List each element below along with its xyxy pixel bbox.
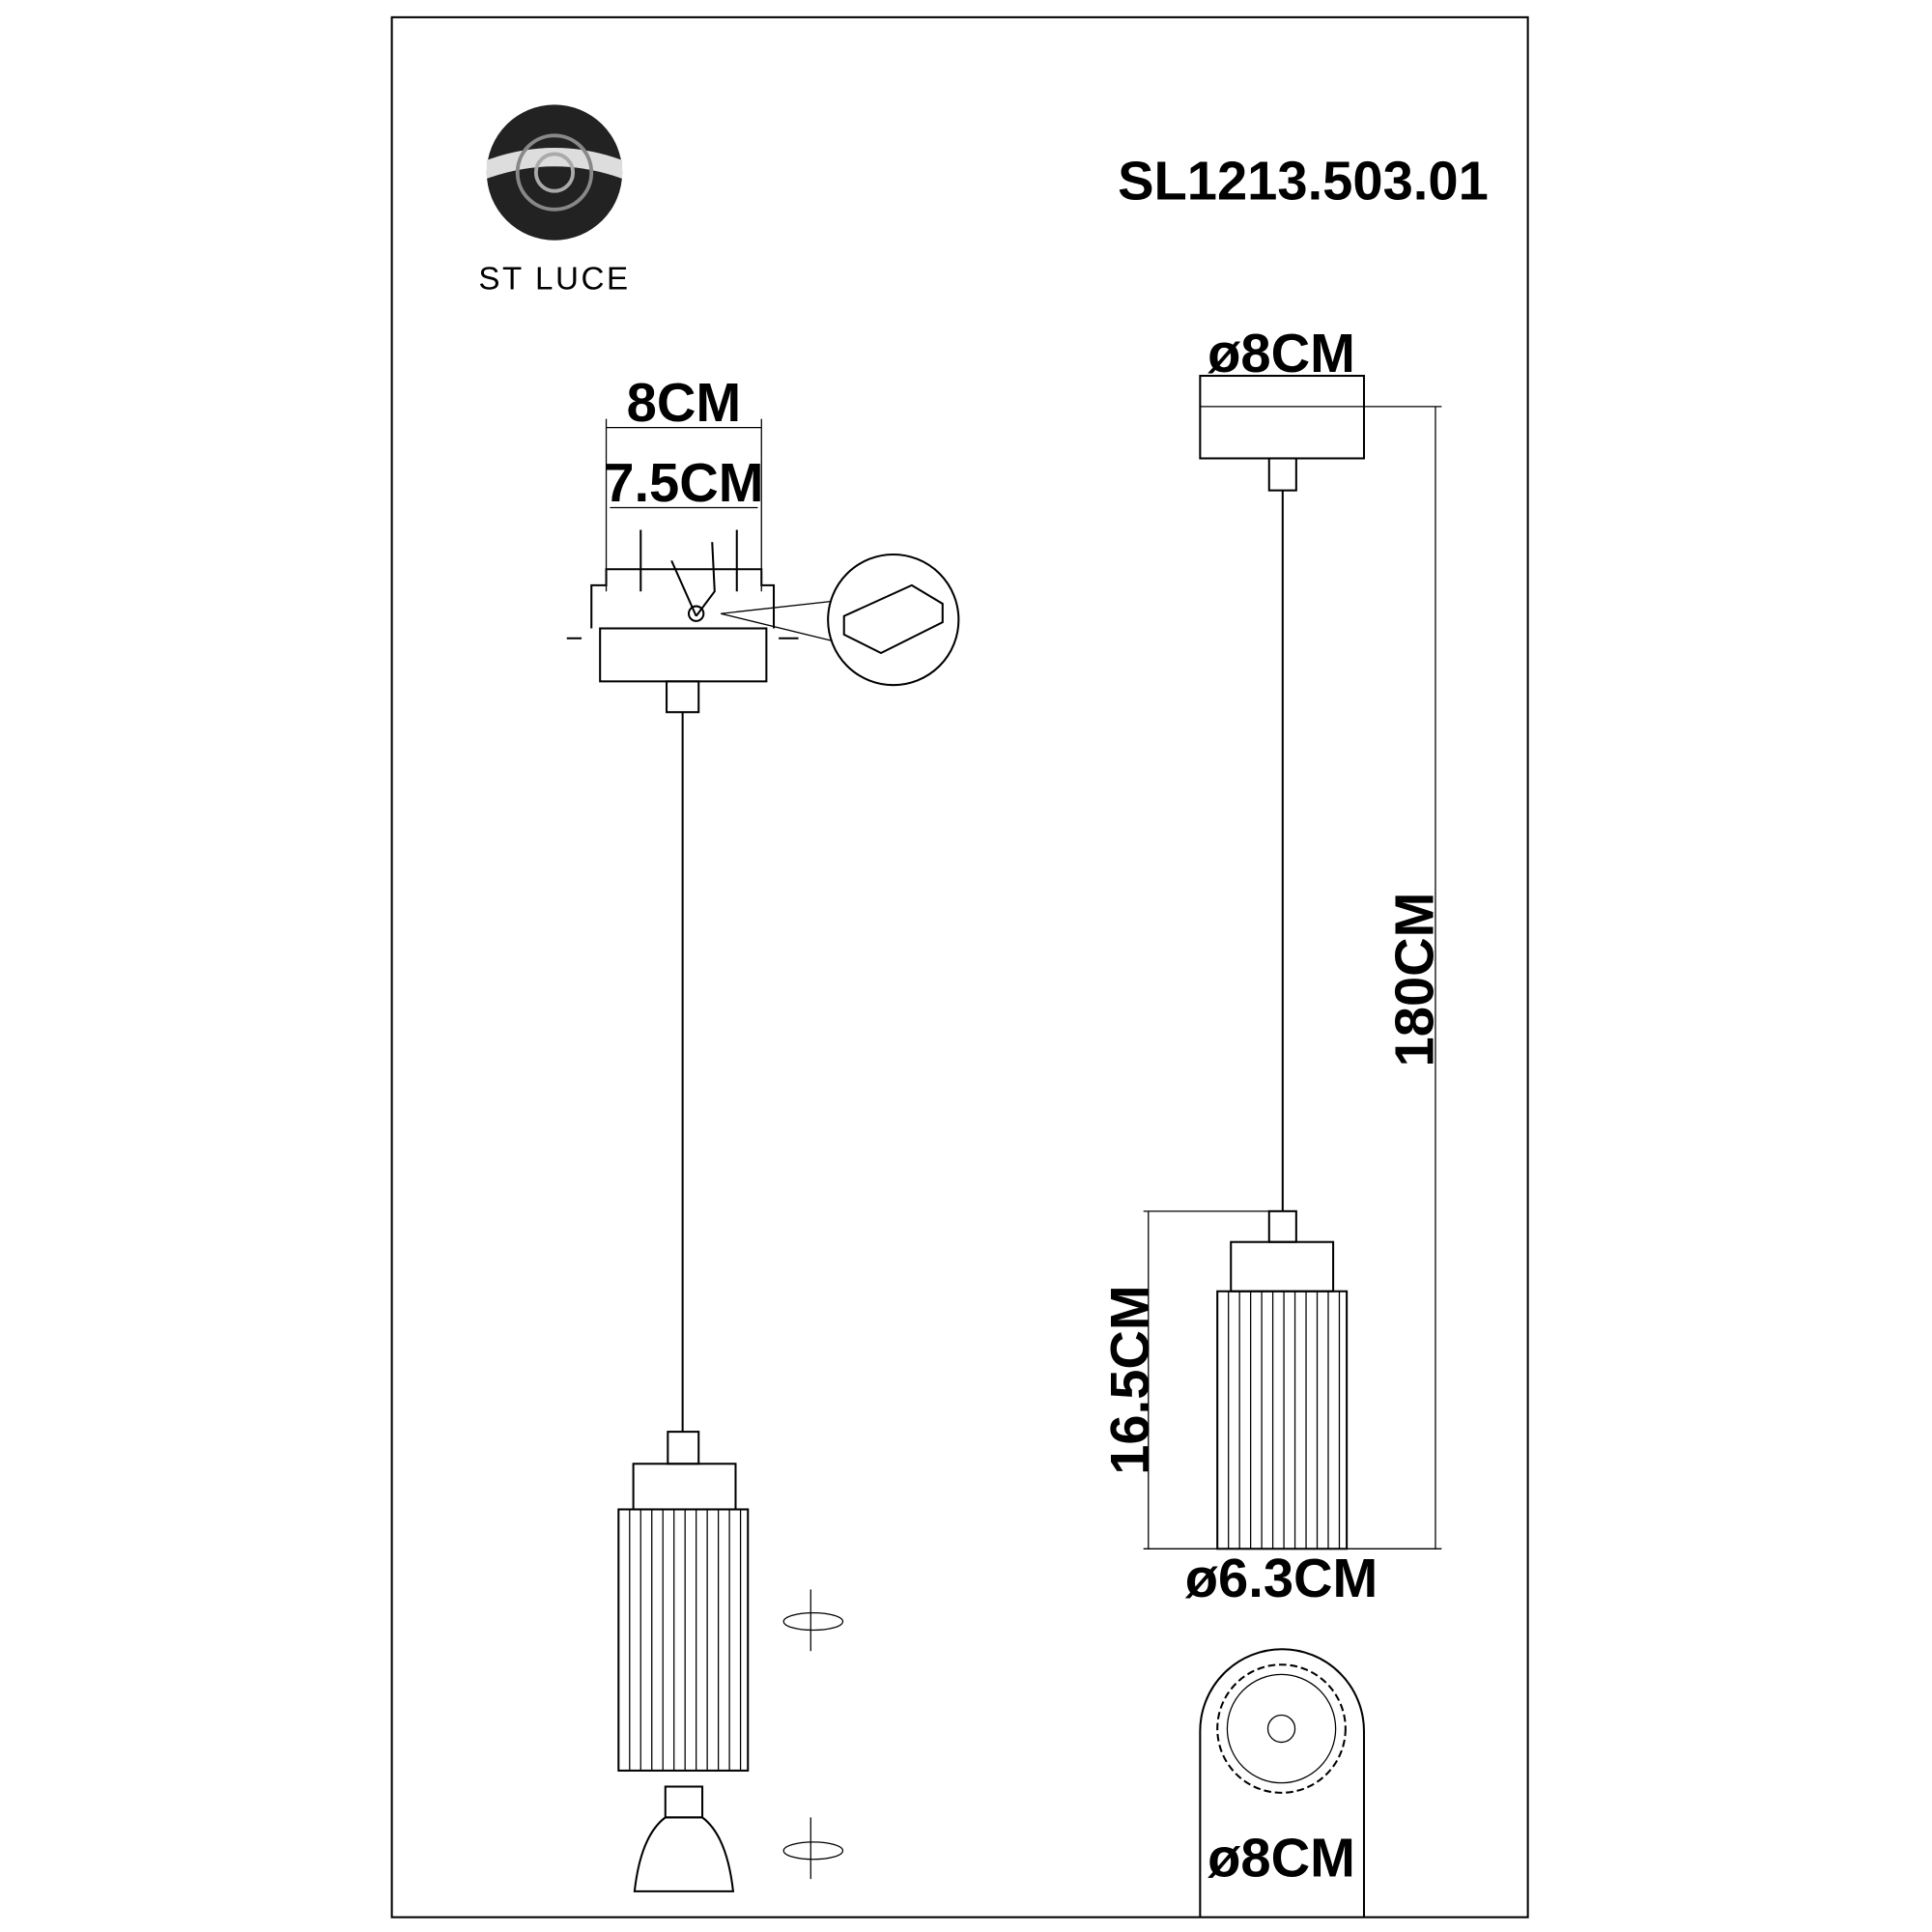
model-number: SL1213.503.01 — [1118, 151, 1489, 212]
side-view-dimensions: ø8CM 180CM 16.5CM ø6.3CM ø8CM — [1099, 323, 1444, 1918]
gu10-bulb-icon — [633, 1785, 735, 1892]
bottom-diameter-label: ø8CM — [1208, 1828, 1355, 1889]
shade-diameter-label: ø6.3CM — [1185, 1548, 1378, 1608]
st-luce-logo: ST LUCE — [478, 104, 630, 298]
canopy-diameter-label: ø8CM — [1208, 323, 1355, 384]
mount-width-label: 7.5CM — [604, 452, 763, 513]
bottom-view — [1199, 1648, 1366, 1918]
canopy-width-label: 8CM — [627, 372, 741, 433]
terminal-block-detail — [827, 553, 960, 687]
brand-name: ST LUCE — [478, 262, 630, 298]
shade-height-label: 16.5CM — [1099, 1285, 1160, 1474]
side-view-installation: 8CM 7.5CM — [566, 372, 960, 1892]
rotate-icon — [782, 1589, 844, 1880]
drawing-border — [390, 15, 1529, 1918]
fluted-shade — [617, 1508, 750, 1772]
cable-length-label: 180CM — [1383, 893, 1444, 1067]
